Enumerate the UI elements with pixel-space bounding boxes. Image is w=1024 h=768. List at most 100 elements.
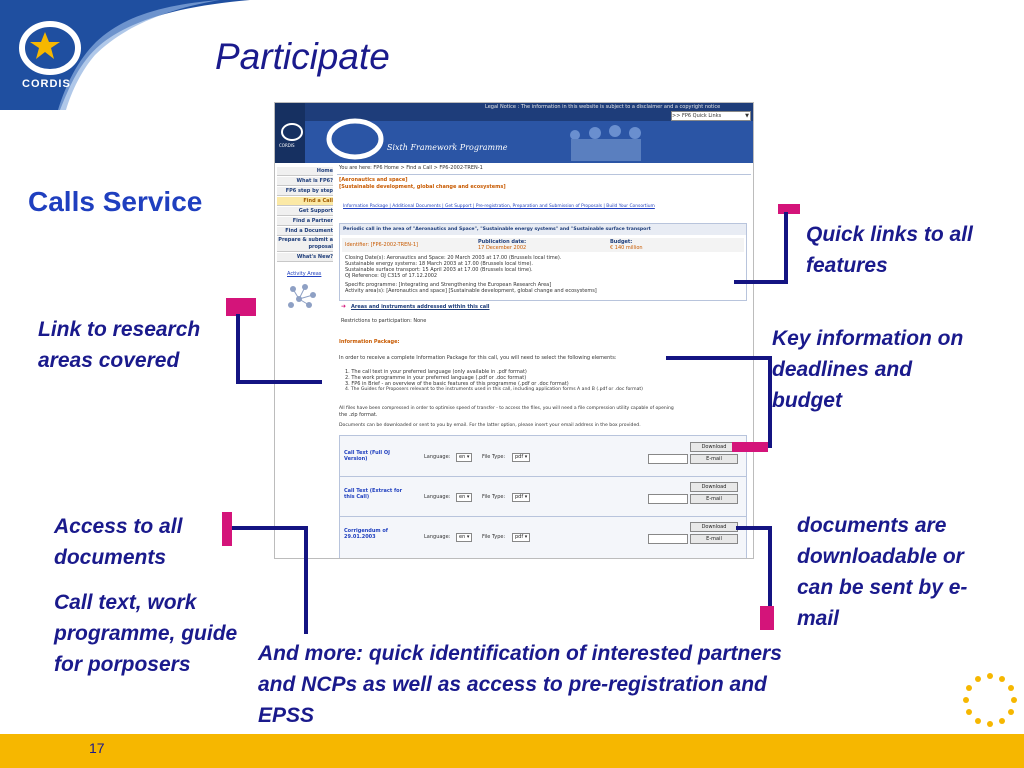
quick-links-marker [778,204,800,214]
budget-label: Budget: [610,239,633,245]
call-identifier: Identifier: [FP6-2002-TREN-1] [345,242,418,248]
info-item-2: 2. The work programme in your preferred … [345,375,527,381]
info-intro: In order to receive a complete Informati… [339,355,617,361]
site-sidebar: Home What is FP6? FP6 step by step Find … [275,163,335,558]
file-type-select[interactable]: pdf ▾ [512,493,531,502]
connector-line [232,526,308,530]
language-label: Language: [424,454,451,460]
file-type-value: pdf [515,494,524,500]
sidebar-item-find-a-call[interactable]: Find a Call [277,197,333,206]
language-select[interactable]: en ▾ [456,493,473,502]
site-banner: CORDIS Legal Notice : The information in… [275,103,753,163]
divider [337,174,751,175]
callout-quick-links: Quick links to all features [806,223,973,277]
cordis-small-text: CORDIS [279,143,295,148]
activity-areas-link[interactable]: Activity Areas [287,271,322,277]
download-button[interactable]: Download [690,442,738,452]
info-item-1: 1. The call text in your preferred langu… [345,369,527,375]
email-button[interactable]: E-mail [690,534,738,544]
website-screenshot: CORDIS Legal Notice : The information in… [274,102,754,559]
sidebar-item-prepare-submit[interactable]: Prepare & submit a proposal [277,237,333,252]
table-row: Call Text (Extract for this Call) Langua… [340,476,746,517]
specific-programme: Specific programme: [Integrating and Str… [345,282,552,288]
sidebar-item-what-is-fp6[interactable]: What is FP6? [277,177,333,186]
call-heading-bar [340,224,746,235]
email-field[interactable] [648,454,688,464]
area-title-1: [Aeronautics and space] [339,177,408,183]
sidebar-item-find-a-document[interactable]: Find a Document [277,227,333,236]
connector-line [734,280,788,284]
language-select[interactable]: en ▾ [456,533,473,542]
file-type-label: File Type: [482,534,506,540]
cordis-logo-text: CORDIS [22,78,71,90]
language-label: Language: [424,534,451,540]
email-field[interactable] [648,494,688,504]
table-row: Call Text (Full OJ Version) Language: en… [340,436,746,477]
sidebar-item-get-support[interactable]: Get Support [277,207,333,216]
language-label: Language: [424,494,451,500]
callout-research-areas: Link to research areas covered [38,318,201,372]
call-key-info [342,238,744,252]
closing-line-1: Closing Date(s): Aeronautics and Space: … [345,255,562,261]
email-button[interactable]: E-mail [690,494,738,504]
breadcrumb[interactable]: You are here: FP6 Home > Find a Call > F… [339,165,483,171]
site-main: You are here: FP6 Home > Find a Call > F… [337,163,751,558]
file-type-select[interactable]: pdf ▾ [512,453,531,462]
eu-stars-icon [963,673,1017,727]
file-type-label: File Type: [482,494,506,500]
table-row: Corrigendum of 29.01.2003 Language: en ▾… [340,516,746,556]
legal-notice[interactable]: Legal Notice : The information in this w… [485,104,721,110]
quick-links-value: >> FP6 Quick Links [672,113,722,119]
cordis-logo-icon [19,21,81,75]
quick-links-select[interactable]: >> FP6 Quick Links ▼ [671,111,751,121]
section-heading: Calls Service [28,186,203,217]
info-package-heading: Information Package: [339,339,400,345]
doc-title[interactable]: Call Text (Full OJ Version) [344,450,390,462]
language-value: en [459,494,466,500]
language-value: en [459,534,466,540]
doc-title[interactable]: Call Text (Extract for this Call) [344,488,403,500]
connector-line [236,380,322,384]
callout-key-info: Key information on deadlines and budget [772,327,964,412]
info-item-4: 4. The Guides for Proposers relevant to … [345,387,643,392]
callout-and-more: And more: quick identification of intere… [258,642,782,727]
documents-table: Call Text (Full OJ Version) Language: en… [339,435,747,558]
arrow-icon: ➜ [341,303,347,310]
activity-areas-icon[interactable] [285,281,319,309]
key-info-marker [732,442,768,452]
restrictions: Restrictions to participation: None [341,318,427,324]
chevron-down-icon: ▼ [745,113,749,119]
sidebar-item-step-by-step[interactable]: FP6 step by step [277,187,333,196]
doc-title[interactable]: Corrigendum of 29.01.2003 [344,528,388,540]
areas-instruments-link[interactable]: Areas and instruments addressed within t… [351,304,490,310]
publication-value: 17 December 2002 [478,245,527,251]
connector-line [784,212,788,284]
section-tabs[interactable]: Information Package | Additional Documen… [343,204,655,209]
closing-line-3: Sustainable surface transport: 15 April … [345,267,533,273]
language-select[interactable]: en ▾ [456,453,473,462]
file-type-value: pdf [515,454,524,460]
connector-line [666,356,772,360]
email-button[interactable]: E-mail [690,454,738,464]
sidebar-item-find-a-partner[interactable]: Find a Partner [277,217,333,226]
download-button[interactable]: Download [690,522,738,532]
publication-label: Publication date: [478,239,527,245]
cordis-small-icon [281,123,303,141]
downloadable-marker [760,606,774,630]
sidebar-item-home[interactable]: Home [277,167,333,176]
call-heading: Periodic call in the area of "Aeronautic… [343,227,651,232]
page-number: 17 [89,740,105,756]
callout-downloadable: documents are downloadable or can be sen… [797,514,968,630]
callout-call-text: Call text, work programme, guide for por… [54,591,238,676]
callout-access-docs: Access to all documents [54,515,183,569]
email-field[interactable] [648,534,688,544]
file-type-select[interactable]: pdf ▾ [512,533,531,542]
connector-line [768,526,772,610]
file-type-value: pdf [515,534,524,540]
email-note: Documents can be downloaded or sent to y… [339,423,641,428]
download-button[interactable]: Download [690,482,738,492]
sidebar-item-whats-new[interactable]: What's New? [277,253,333,262]
area-title-2: [Sustainable development, global change … [339,184,506,190]
connector-line [768,356,772,448]
language-value: en [459,454,466,460]
